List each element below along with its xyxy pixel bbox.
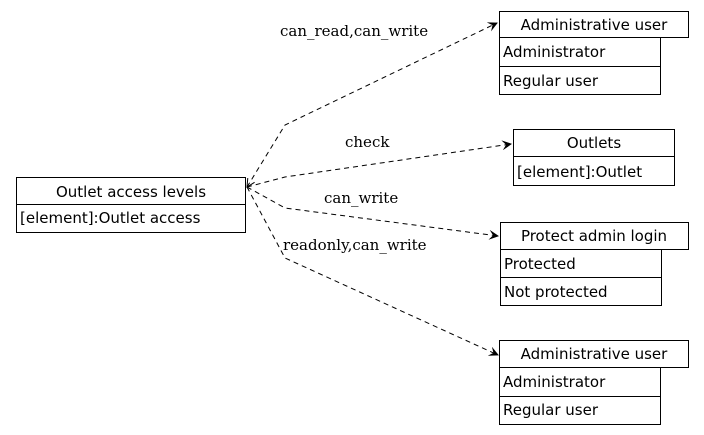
edge-label: can_write xyxy=(324,189,398,207)
node-row: [element]:Outlet xyxy=(517,163,642,181)
edge-label: can_read,can_write xyxy=(280,22,428,40)
node-outlet-access-levels: Outlet access levels [element]:Outlet ac… xyxy=(16,177,246,233)
node-title: Outlet access levels xyxy=(56,183,206,201)
node-protect-admin-login: Protect admin login Protected Not protec… xyxy=(500,222,689,306)
edge-to-administrative-user-2: readonly,can_write xyxy=(246,186,499,356)
node-title: Protect admin login xyxy=(521,227,667,245)
node-outlets: Outlets [element]:Outlet xyxy=(513,129,675,186)
node-row: Protected xyxy=(504,255,576,273)
node-row: Administrator xyxy=(503,43,606,61)
edge-label: check xyxy=(345,133,390,151)
node-administrative-user-1: Administrative user Administrator Regula… xyxy=(499,11,689,95)
node-row: Administrator xyxy=(503,373,606,391)
node-row: Not protected xyxy=(504,283,608,301)
edge-label: readonly,can_write xyxy=(283,236,427,254)
node-title: Administrative user xyxy=(521,345,669,363)
node-row: Regular user xyxy=(503,401,599,419)
node-row: Regular user xyxy=(503,72,599,90)
node-administrative-user-2: Administrative user Administrator Regula… xyxy=(499,340,689,425)
node-row: [element]:Outlet access xyxy=(20,209,201,227)
edge-to-outlets: check xyxy=(246,133,512,188)
node-title: Outlets xyxy=(567,134,621,152)
edge-to-protect-admin-login: can_write xyxy=(246,186,499,240)
node-title: Administrative user xyxy=(521,16,669,34)
edge-to-administrative-user-1: can_read,can_write xyxy=(247,22,497,187)
